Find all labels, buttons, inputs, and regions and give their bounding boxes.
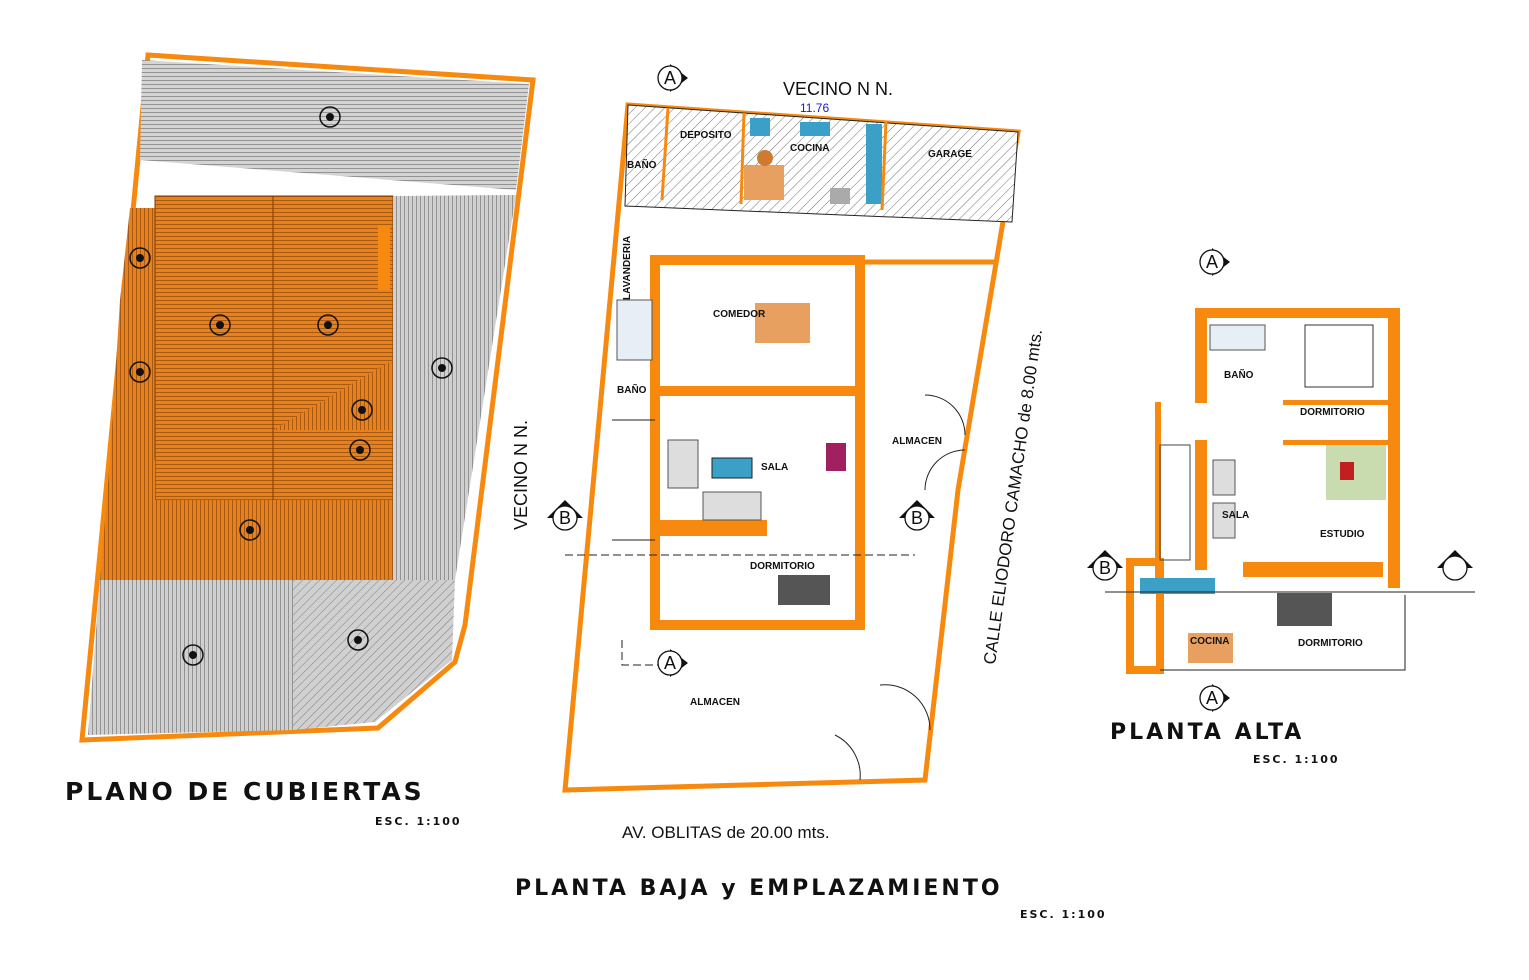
room-bano: BAÑO [617, 383, 647, 396]
room-sala: SALA [761, 462, 788, 473]
roof-panel-center [154, 195, 394, 501]
roof-panel-top [140, 60, 529, 190]
section-marker-label: B [911, 508, 923, 528]
room-dormitorio-top: DORMITORIO [1300, 407, 1365, 418]
ground-floor-scale: ESC. 1:100 [1020, 908, 1107, 921]
room-almacen-right: ALMACEN [892, 436, 942, 447]
roof-drain-icon [319, 106, 341, 128]
upper-floor-room-labels: BAÑO DORMITORIO SALA ESTUDIO COCINA DORM… [1190, 368, 1365, 649]
roof-plan-title: PLANO DE CUBIERTAS [65, 777, 425, 806]
roof-panel-left [110, 208, 155, 460]
roof-plan [79, 52, 536, 743]
neighbor-top-label: VECINO N N. [783, 79, 893, 99]
room-bano: BAÑO [1224, 368, 1254, 381]
service-strip [624, 104, 1019, 223]
top-length-dimension: 11.76 [800, 101, 829, 115]
room-dormitorio: DORMITORIO [750, 561, 815, 572]
ground-floor-room-labels: DEPOSITO BAÑO COCINA GARAGE LAVANDERIA C… [617, 130, 972, 708]
roof-drain-icon [351, 399, 373, 421]
coffee-table [711, 457, 753, 479]
section-marker-empty [1437, 550, 1473, 581]
section-marker-label: A [664, 68, 676, 88]
section-marker-a: A [1199, 684, 1230, 712]
street-right-label: CALLE ELIODORO CAMACHO de 8.00 mts. [980, 328, 1046, 666]
section-marker-label: A [664, 653, 676, 673]
room-lavanderia: LAVANDERIA [622, 236, 633, 300]
section-marker-label: A [1206, 688, 1218, 708]
section-marker-a: A [657, 64, 688, 92]
roof-drain-icon [239, 519, 261, 541]
roof-drain-icon [349, 439, 371, 461]
room-cocina: COCINA [1190, 636, 1229, 647]
section-marker-b: B [1087, 550, 1123, 581]
ground-floor-title: PLANTA BAJA y EMPLAZAMIENTO [515, 876, 1003, 901]
upper-floor-title: PLANTA ALTA [1110, 720, 1304, 745]
section-marker-label: B [559, 508, 571, 528]
roof-plan-scale: ESC. 1:100 [375, 815, 462, 828]
roof-drain-icon [317, 314, 339, 336]
roof-drain-icon [129, 361, 151, 383]
room-sala: SALA [1222, 510, 1249, 521]
upper-floor-scale: ESC. 1:100 [1253, 753, 1340, 766]
room-cocina: COCINA [790, 143, 829, 154]
roof-drain-icon [347, 629, 369, 651]
ground-floor-plan [562, 102, 1021, 793]
upper-floor-plan [1105, 308, 1475, 674]
room-deposito: DEPOSITO [680, 130, 732, 141]
roof-panel-right [393, 195, 516, 580]
section-marker-b: B [899, 500, 935, 531]
roof-drain-icon [431, 357, 453, 379]
room-comedor: COMEDOR [713, 309, 766, 320]
section-marker-a: A [1199, 248, 1230, 276]
room-almacen-bottom: ALMACEN [690, 697, 740, 708]
roof-drain-icon [182, 644, 204, 666]
roof-drain-icon [129, 247, 151, 269]
room-dormitorio-bottom: DORMITORIO [1298, 638, 1363, 649]
room-estudio: ESTUDIO [1320, 529, 1365, 540]
roof-panel-bottom-right [293, 580, 455, 730]
roof-drain-icons [129, 106, 453, 666]
room-bano-top: BAÑO [627, 158, 657, 171]
room-garage: GARAGE [928, 149, 972, 160]
section-markers: A A A A B B B [547, 64, 1473, 712]
dining-table [755, 303, 810, 343]
section-marker-a: A [657, 649, 688, 677]
street-bottom-label: AV. OBLITAS de 20.00 mts. [622, 823, 830, 842]
section-marker-label: A [1206, 252, 1218, 272]
section-marker-label: B [1099, 558, 1111, 578]
neighbor-left-label: VECINO N N. [511, 420, 531, 530]
bed [778, 575, 830, 605]
section-marker-b: B [547, 500, 583, 531]
roof-drain-icon [209, 314, 231, 336]
